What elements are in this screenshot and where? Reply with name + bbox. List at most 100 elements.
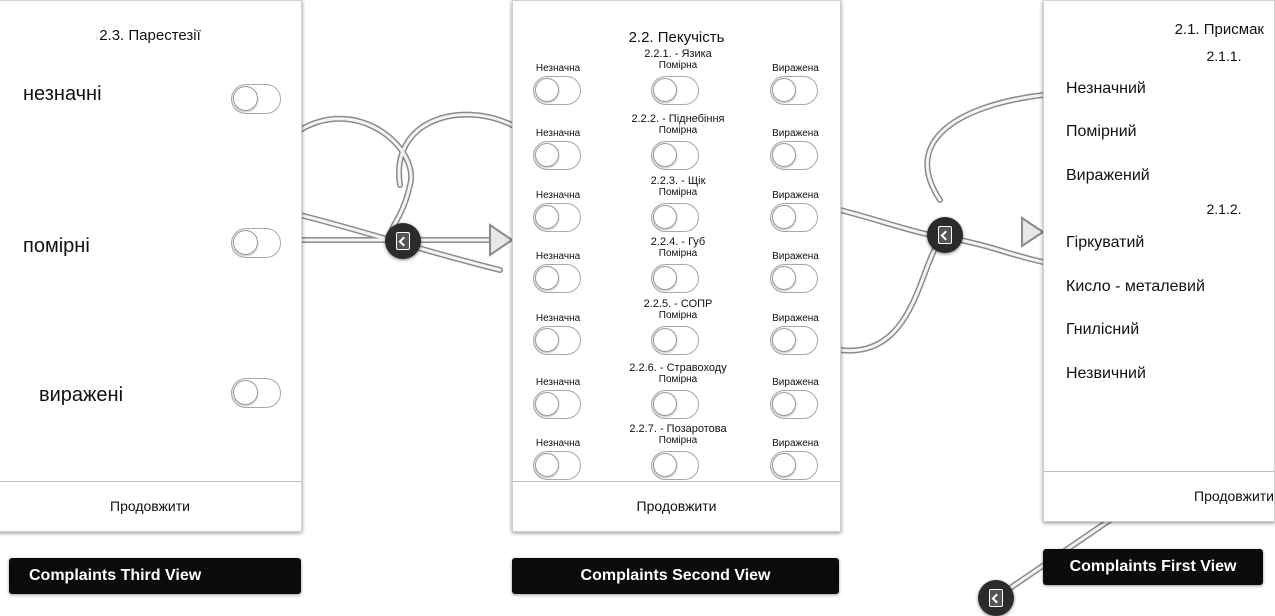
section-heading: 2.1.1. (1206, 48, 1242, 64)
label-severe: Виражена (772, 377, 819, 388)
complaints-first-view-scene: 2.1. Присмак 2.1.1. Незначний Помірний В… (1043, 0, 1275, 522)
toggle-knob (772, 205, 796, 229)
toggle-knob (233, 380, 258, 405)
list-item: Кисло - металевий (1066, 278, 1205, 295)
page-title: 2.1. Присмак (1174, 21, 1264, 38)
toggle-knob (772, 453, 796, 477)
toggle-moderate[interactable] (231, 228, 281, 258)
label-severe: Виражена (772, 313, 819, 324)
toggle-knob (233, 86, 258, 111)
list-item: Гнилісний (1066, 321, 1140, 338)
toggle-severe[interactable] (231, 378, 281, 408)
toggle-mild[interactable] (533, 203, 581, 232)
toggle-knob (653, 205, 677, 229)
toggle-mild[interactable] (533, 264, 581, 293)
toggle-knob (653, 78, 677, 102)
continue-button[interactable]: Продовжити (0, 481, 301, 530)
scene-label-first: Complaints First View (1043, 549, 1263, 585)
toggle-moderate[interactable] (651, 326, 699, 355)
toggle-knob (535, 205, 559, 229)
toggle-severe[interactable] (770, 141, 818, 170)
toggle-mild[interactable] (533, 390, 581, 419)
toggle-mild[interactable] (231, 84, 281, 114)
label-severe: Виражена (772, 438, 819, 449)
group-heading: 2.2.4. - Губ (650, 236, 706, 248)
segue-inner-icon (989, 589, 1003, 607)
toggle-knob (535, 266, 559, 290)
segue-icon[interactable] (978, 580, 1014, 616)
scene-label-third: Complaints Third View (9, 558, 301, 594)
toggle-moderate[interactable] (651, 76, 699, 105)
toggle-moderate[interactable] (651, 451, 699, 480)
section-heading: 2.1.2. (1206, 201, 1242, 217)
toggle-severe[interactable] (770, 203, 818, 232)
continue-button[interactable]: Продовжити (513, 481, 840, 530)
list-item: Незначний (1066, 80, 1146, 97)
segue-inner-icon (396, 232, 410, 250)
toggle-knob (772, 143, 796, 167)
toggle-knob (772, 392, 796, 416)
toggle-moderate[interactable] (651, 203, 699, 232)
toggle-knob (772, 78, 796, 102)
segue-inner-icon (938, 226, 952, 244)
toggle-knob (535, 143, 559, 167)
label-mild: Незначна (535, 438, 581, 449)
toggle-knob (535, 392, 559, 416)
group-heading: 2.2.2. - Піднебіння (631, 113, 725, 125)
segue-arrowhead (1021, 216, 1045, 248)
segue-icon[interactable] (927, 217, 963, 253)
group-heading: 2.2.5. - СОПР (643, 298, 713, 310)
list-item: Виражений (1066, 167, 1150, 184)
label-moderate: Помірна (658, 60, 698, 71)
group-heading: 2.2.1. - Язика (644, 48, 712, 60)
label-moderate: Помірна (658, 125, 698, 136)
toggle-severe[interactable] (770, 76, 818, 105)
toggle-moderate[interactable] (651, 264, 699, 293)
toggle-knob (653, 143, 677, 167)
row-label-moderate: помірні (23, 235, 90, 257)
toggle-severe[interactable] (770, 390, 818, 419)
toggle-knob (653, 453, 677, 477)
toggle-knob (772, 328, 796, 352)
list-item: Гіркуватий (1066, 234, 1145, 251)
segue-line (396, 111, 515, 188)
toggle-mild[interactable] (533, 326, 581, 355)
list-item: Помірний (1066, 123, 1137, 140)
toggle-knob (535, 328, 559, 352)
scene-label-second: Complaints Second View (512, 558, 839, 594)
segue-line (924, 92, 1046, 203)
toggle-knob (535, 78, 559, 102)
label-mild: Незначна (535, 63, 581, 74)
label-mild: Незначна (535, 128, 581, 139)
label-moderate: Помірна (658, 187, 698, 198)
group-heading: 2.2.6. - Стравоходу (629, 362, 727, 374)
segue-icon[interactable] (385, 223, 421, 259)
label-severe: Виражена (772, 63, 819, 74)
toggle-mild[interactable] (533, 76, 581, 105)
group-heading: 2.2.7. - Позаротова (629, 423, 727, 435)
toggle-moderate[interactable] (651, 390, 699, 419)
label-moderate: Помірна (658, 435, 698, 446)
label-mild: Незначна (535, 251, 581, 262)
page-title: 2.3. Парестезії (99, 27, 201, 44)
toggle-knob (535, 453, 559, 477)
continue-button[interactable]: Продовжити (1044, 471, 1274, 520)
row-label-severe: виражені (39, 384, 124, 406)
toggle-knob (772, 266, 796, 290)
segue-arrowhead (489, 223, 514, 257)
label-severe: Виражена (772, 251, 819, 262)
label-severe: Виражена (772, 190, 819, 201)
complaints-third-view-scene: 2.3. Парестезії незначні помірні виражен… (0, 0, 302, 532)
toggle-severe[interactable] (770, 264, 818, 293)
label-mild: Незначна (535, 377, 581, 388)
group-heading: 2.2.3. - Щік (650, 175, 706, 187)
toggle-moderate[interactable] (651, 141, 699, 170)
toggle-mild[interactable] (533, 141, 581, 170)
page-title: 2.2. Пекучість (628, 29, 725, 46)
toggle-severe[interactable] (770, 451, 818, 480)
label-moderate: Помірна (658, 248, 698, 259)
toggle-mild[interactable] (533, 451, 581, 480)
toggle-severe[interactable] (770, 326, 818, 355)
toggle-knob (653, 392, 677, 416)
